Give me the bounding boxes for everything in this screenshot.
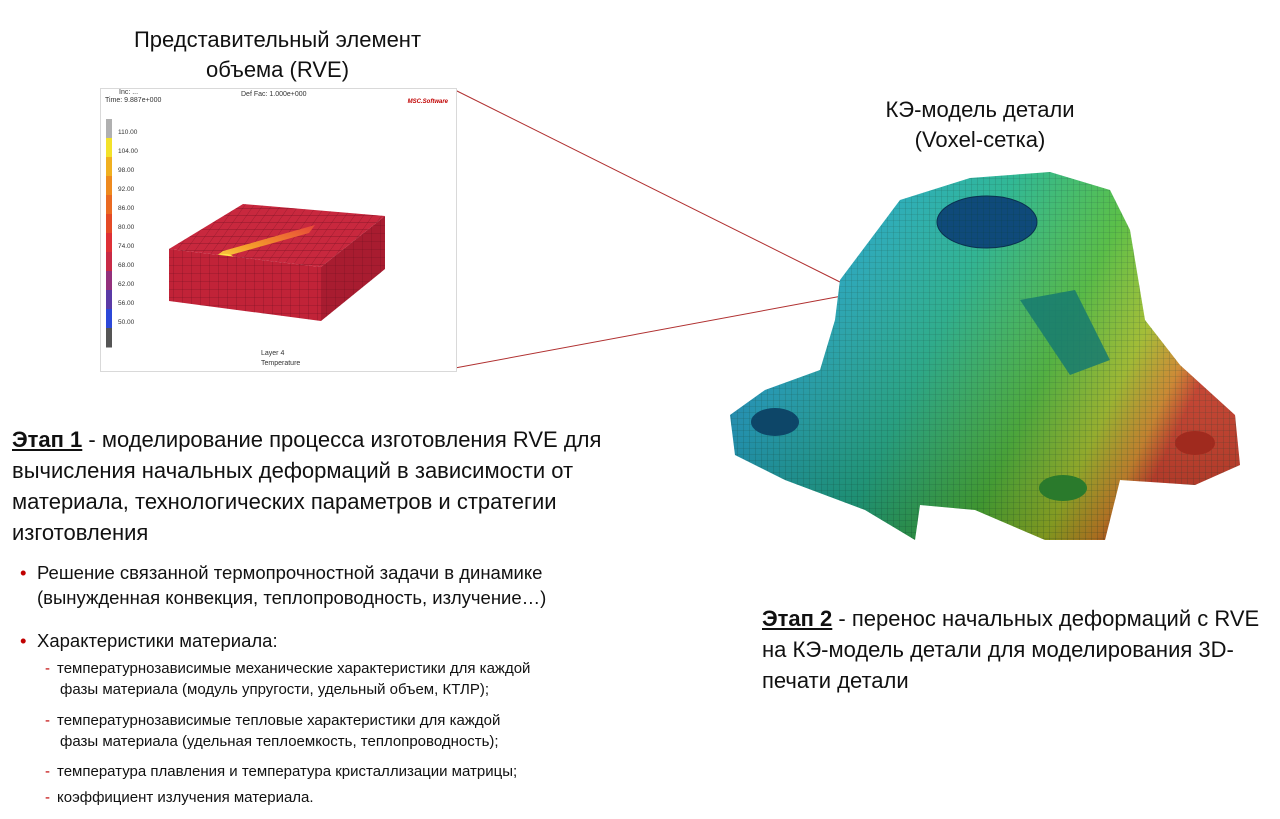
part-rib-cutout	[1020, 290, 1110, 375]
bullet-1-line2: (вынужденная конвекция, теплопроводность…	[37, 587, 547, 608]
rve-simulation-panel: Inc: ... Time: 9.887e+000 Def Fac: 1.000…	[100, 88, 457, 372]
sub-item-melting: -температура плавления и температура кри…	[45, 761, 665, 782]
bullet-coupled-problem: • Решение связанной термопрочностной зада…	[20, 560, 670, 610]
legend-swatch	[106, 233, 112, 253]
legend-swatch	[106, 195, 112, 215]
legend-swatch	[106, 271, 112, 291]
rve-caption: Представительный элемент объема (RVE)	[95, 25, 460, 85]
sub-item-mechanical: -температурнозависимые механические хара…	[45, 658, 665, 700]
stage-2-label: Этап 2	[762, 606, 833, 631]
voxel-part-model	[730, 172, 1240, 540]
stage-1-text: - моделирование процесса изготовления RV…	[12, 427, 602, 545]
bullet-material-properties: • Характеристики материала:	[20, 628, 670, 653]
rve-footer-layer: Layer 4	[261, 350, 285, 357]
bullet-2-line1: Характеристики материала:	[37, 630, 278, 651]
connector-line-top	[454, 89, 843, 284]
rve-caption-line2: объема (RVE)	[205, 57, 350, 82]
legend-value: 50.00	[118, 319, 135, 326]
sub-3-line1: температура плавления и температура крис…	[57, 763, 518, 780]
sub-item-thermal: -температурнозависимые тепловые характер…	[45, 710, 665, 752]
legend-swatch	[106, 214, 112, 234]
legend-value: 56.00	[118, 300, 135, 307]
legend-value: 74.00	[118, 243, 135, 250]
part-lower-bore	[1039, 475, 1087, 501]
legend-value: 68.00	[118, 262, 135, 269]
sub-4-line1: коэффициент излучения материала.	[57, 789, 314, 806]
rve-color-legend	[106, 119, 112, 348]
legend-value: 110.00	[118, 129, 138, 136]
legend-value: 86.00	[118, 205, 135, 212]
legend-swatch	[106, 176, 112, 196]
fe-caption-line2: (Voxel-сетка)	[914, 127, 1046, 152]
fe-caption-line1: КЭ-модель детали	[885, 97, 1075, 122]
sub-2-line1: температурнозависимые тепловые характери…	[57, 712, 501, 729]
legend-swatch	[106, 252, 112, 272]
legend-swatch	[106, 290, 112, 310]
legend-swatch	[106, 157, 112, 177]
connector-line-bottom	[454, 295, 843, 369]
rve-header-inc: Inc: ...	[119, 89, 139, 96]
stage-2-description: Этап 2 - перенос начальных деформаций с …	[762, 603, 1277, 696]
rve-graphics	[106, 119, 385, 348]
sub-2-line2: фазы материала (удельная теплоемкость, т…	[60, 733, 499, 750]
legend-swatch	[106, 138, 112, 158]
legend-value: 80.00	[118, 224, 135, 231]
dash-marker: -	[45, 763, 50, 780]
stage-1-label: Этап 1	[12, 427, 83, 452]
part-right-bore	[1175, 431, 1215, 455]
legend-swatch	[106, 309, 112, 329]
rve-footer-quantity: Temperature	[261, 360, 301, 367]
legend-value: 98.00	[118, 167, 135, 174]
rve-caption-line1: Представительный элемент	[133, 27, 422, 52]
rve-heat-track	[209, 225, 315, 261]
legend-swatch	[106, 328, 112, 348]
rve-header-time: Time: 9.887e+000	[105, 97, 162, 104]
legend-value: 92.00	[118, 186, 135, 193]
stage-2-text: - перенос начальных деформаций с RVE на …	[762, 606, 1260, 693]
sub-1-line2: фазы материала (модуль упругости, удельн…	[60, 681, 490, 698]
legend-value: 104.00	[118, 148, 138, 155]
rve-header-def-fac: Def Fac: 1.000e+000	[241, 91, 307, 98]
bullet-1-line1: Решение связанной термопрочностной задач…	[37, 562, 543, 583]
dash-marker: -	[45, 660, 50, 677]
sub-item-emissivity: -коэффициент излучения материала.	[45, 787, 665, 808]
dash-marker: -	[45, 712, 50, 729]
part-left-bore	[751, 408, 799, 436]
bullet-dot: •	[20, 630, 27, 651]
legend-value: 62.00	[118, 281, 135, 288]
stage-1-description: Этап 1 - моделирование процесса изготовл…	[12, 424, 652, 548]
legend-swatch	[106, 119, 112, 139]
sub-1-line1: температурнозависимые механические харак…	[57, 660, 531, 677]
dash-marker: -	[45, 789, 50, 806]
bullet-dot: •	[20, 562, 27, 583]
msc-software-logo: MSC.Software	[407, 99, 448, 105]
fe-model-caption: КЭ-модель детали (Voxel-сетка)	[830, 95, 1130, 155]
